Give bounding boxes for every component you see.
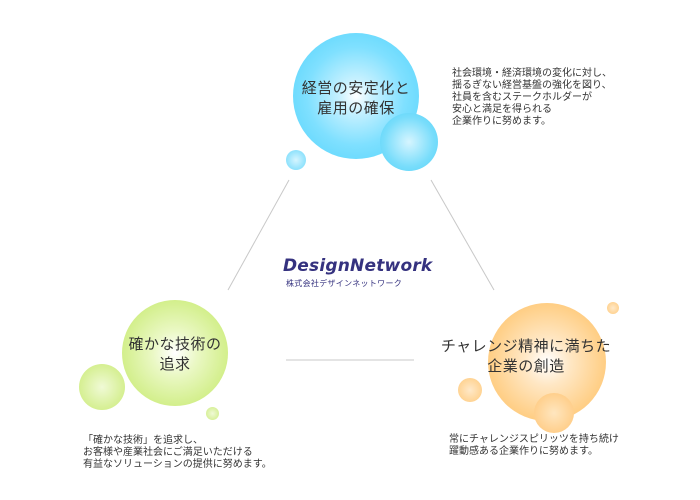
company-name: 株式会社デザインネットワーク	[286, 279, 403, 288]
technology-bubble-small	[79, 364, 125, 410]
stability-title: 経営の安定化と 雇用の確保	[301, 79, 411, 117]
company-logo: DesignNetwork	[283, 256, 433, 276]
challenge-bubble-small	[458, 378, 482, 402]
stability-bubble-small	[380, 113, 438, 171]
stability-description: 社会環境・経済環境の変化に対し、 揺るぎない経営基盤の強化を図り、 社員を含むス…	[452, 68, 612, 127]
challenge-title: チャレンジ精神に満ちた 企業の創造	[440, 337, 612, 375]
connector-left	[227, 179, 290, 291]
connector-right	[430, 179, 495, 291]
stability-bubble-dot	[286, 150, 306, 170]
technology-description: 「確かな技術」を追求し、 お客様や産業社会にご満足いただける 有益なソリューショ…	[83, 435, 272, 470]
challenge-description: 常にチャレンジスピリッツを持ち続け 躍動感ある企業作りに努めます。	[449, 434, 619, 457]
challenge-bubble-medium	[534, 393, 574, 433]
challenge-bubble-dot	[607, 302, 619, 314]
technology-title: 確かな技術の 追求	[128, 335, 222, 373]
technology-bubble-dot	[206, 407, 219, 420]
technology-bubble	[122, 300, 228, 406]
